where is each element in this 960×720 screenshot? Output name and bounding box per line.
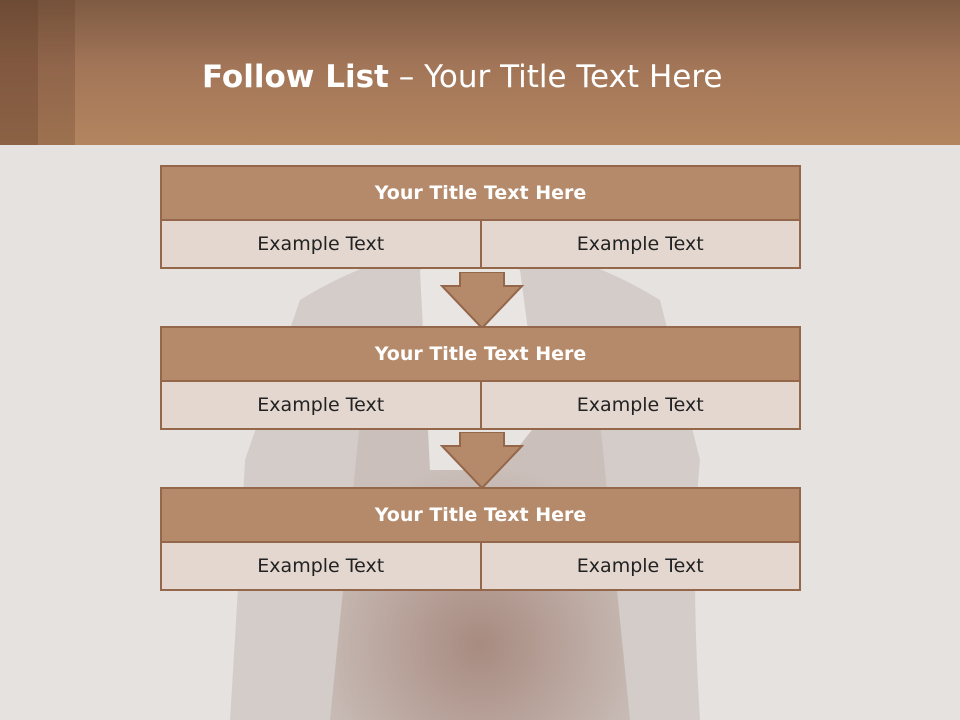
header-accent-band xyxy=(38,0,75,145)
step-title: Your Title Text Here xyxy=(160,487,801,543)
step-cell-right: Example Text xyxy=(479,380,801,430)
header-bar xyxy=(0,0,960,145)
down-arrow-icon xyxy=(440,272,524,328)
title-bold: Follow List xyxy=(202,59,389,95)
step-box-2: Your Title Text Here Example Text Exampl… xyxy=(160,326,801,430)
step-box-1: Your Title Text Here Example Text Exampl… xyxy=(160,165,801,269)
step-row: Example Text Example Text xyxy=(160,380,801,430)
title-rest: – Your Title Text Here xyxy=(388,59,723,95)
step-box-3: Your Title Text Here Example Text Exampl… xyxy=(160,487,801,591)
step-cell-right: Example Text xyxy=(479,219,801,269)
step-row: Example Text Example Text xyxy=(160,219,801,269)
step-cell-right: Example Text xyxy=(479,541,801,591)
step-title: Your Title Text Here xyxy=(160,326,801,382)
step-title: Your Title Text Here xyxy=(160,165,801,221)
down-arrow-icon xyxy=(440,432,524,488)
page-title: Follow List – Your Title Text Here xyxy=(202,55,722,99)
step-cell-left: Example Text xyxy=(160,380,482,430)
step-row: Example Text Example Text xyxy=(160,541,801,591)
step-cell-left: Example Text xyxy=(160,219,482,269)
step-cell-left: Example Text xyxy=(160,541,482,591)
header-accent-band xyxy=(0,0,38,145)
